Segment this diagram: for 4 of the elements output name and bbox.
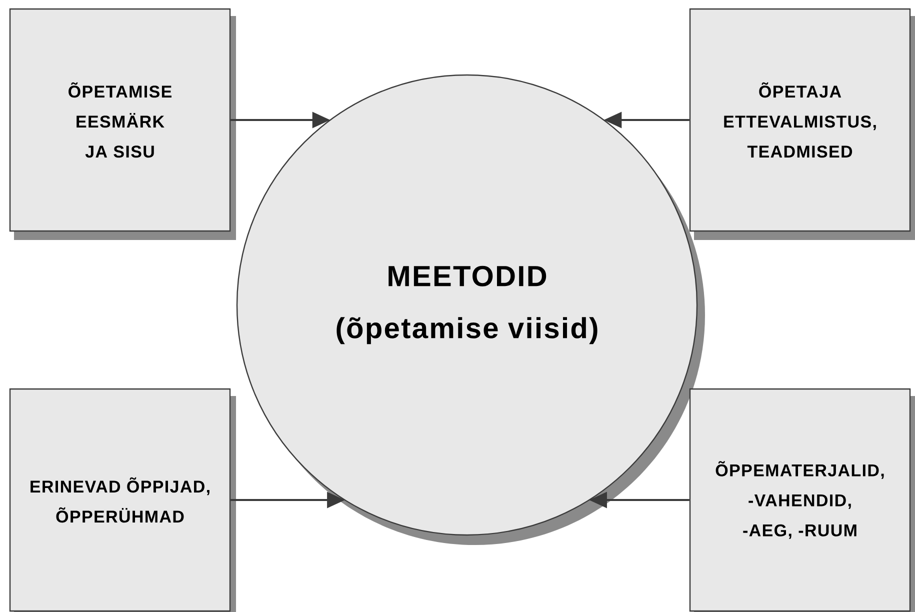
text-box: ÕPETAMISE EESMÄRK JA SISU (9, 8, 236, 240)
text-box: ÕPPEMATERJALID, -VAHENDID, -AEG, -RUUM (689, 388, 915, 612)
text-box: ÕPETAJA ETTEVALMISTUS, TEADMISED (689, 8, 915, 240)
text-box: ERINEVAD ÕPPIJAD, ÕPPERÜHMAD (9, 388, 236, 612)
